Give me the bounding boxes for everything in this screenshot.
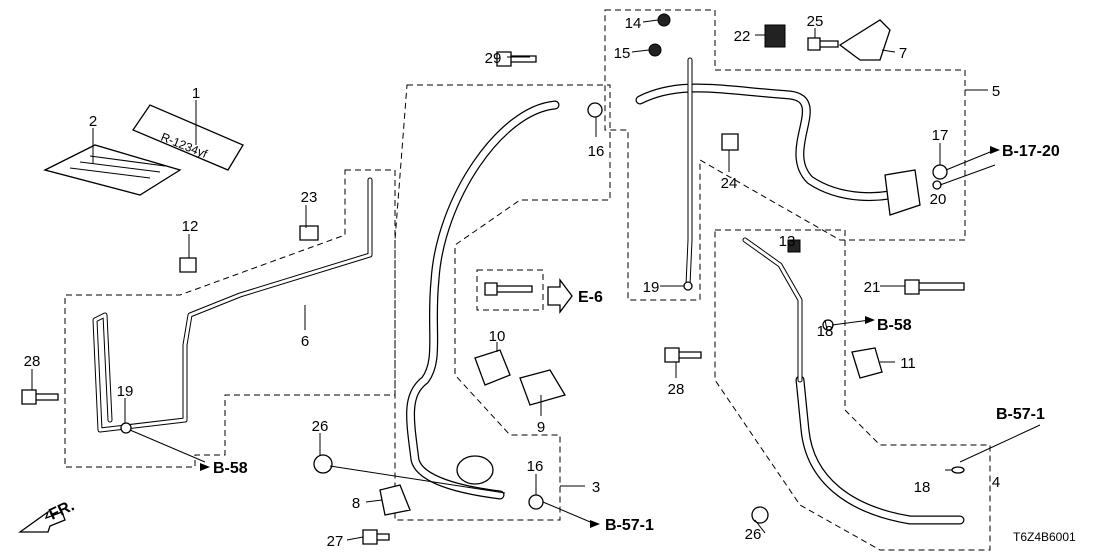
callout-number: 16 — [527, 458, 544, 475]
discharge-hose-5 — [635, 83, 915, 201]
callout-number: 4 — [992, 474, 1000, 491]
front-arrow-icon — [17, 510, 66, 533]
callout-number: 26 — [745, 526, 762, 543]
callout-number: 7 — [899, 45, 907, 62]
caution-label-part-1: R-1234yf — [132, 104, 244, 171]
callout-number: 5 — [992, 83, 1000, 100]
callout-number: 10 — [489, 328, 506, 345]
callout-number: 6 — [301, 333, 309, 350]
callout-number: 17 — [932, 127, 949, 144]
callout-number: 21 — [864, 279, 881, 296]
callout-number: 9 — [537, 419, 545, 436]
callout-number: 25 — [807, 13, 824, 30]
arrow-right-icon — [547, 278, 573, 314]
callout-number: 1 — [192, 85, 200, 102]
info-label-part-2 — [43, 144, 182, 196]
leader-lines — [31, 19, 1041, 541]
callout-number: 16 — [588, 143, 605, 160]
callout-number: 29 — [485, 50, 502, 67]
drawing-code: T6Z4B6001 — [1013, 530, 1076, 544]
callout-number: 13 — [779, 233, 796, 250]
callout-number: 2 — [89, 113, 97, 130]
callout-number: 20 — [930, 191, 947, 208]
callout-number: 27 — [327, 533, 344, 550]
callout-number: 24 — [721, 175, 738, 192]
callout-number: 19 — [117, 383, 134, 400]
ref-b5711-right[interactable]: B-57-1 — [996, 406, 1045, 423]
ref-b58-right[interactable]: B-58 — [877, 317, 912, 334]
callout-number: 15 — [614, 45, 631, 62]
callout-number: 8 — [352, 495, 360, 512]
reference-e6[interactable]: E-6 — [547, 278, 603, 314]
ref-e6-label[interactable]: E-6 — [578, 289, 603, 306]
bolts — [21, 37, 965, 545]
clips-clamps-brackets — [179, 19, 891, 516]
callout-number: 28 — [668, 381, 685, 398]
callout-number: 18 — [817, 323, 834, 340]
callout-number: 12 — [182, 218, 199, 235]
callout-number: 18 — [914, 479, 931, 496]
front-label: FR. — [47, 497, 78, 523]
callout-number: 22 — [734, 28, 751, 45]
caps-and-sensors — [648, 13, 801, 253]
suction-pipe-6 — [92, 177, 373, 433]
callout-number: 23 — [301, 189, 318, 206]
ref-b58-left[interactable]: B-58 — [213, 460, 248, 477]
pipe-flange — [884, 169, 921, 216]
ref-b5711-bottom[interactable]: B-57-1 — [605, 517, 654, 534]
callout-number: 19 — [643, 279, 660, 296]
callout-number: 14 — [625, 15, 642, 32]
ref-b1720[interactable]: B-17-20 — [1002, 143, 1060, 160]
hose-3-damper — [456, 455, 494, 485]
receiver-hose-4 — [795, 375, 965, 525]
callout-number: 28 — [24, 353, 41, 370]
group-outlines — [64, 9, 991, 551]
callout-number: 11 — [900, 355, 916, 372]
front-indicator: FR. — [17, 497, 78, 533]
callout-number: 26 — [312, 418, 329, 435]
callout-number: 3 — [592, 479, 600, 496]
